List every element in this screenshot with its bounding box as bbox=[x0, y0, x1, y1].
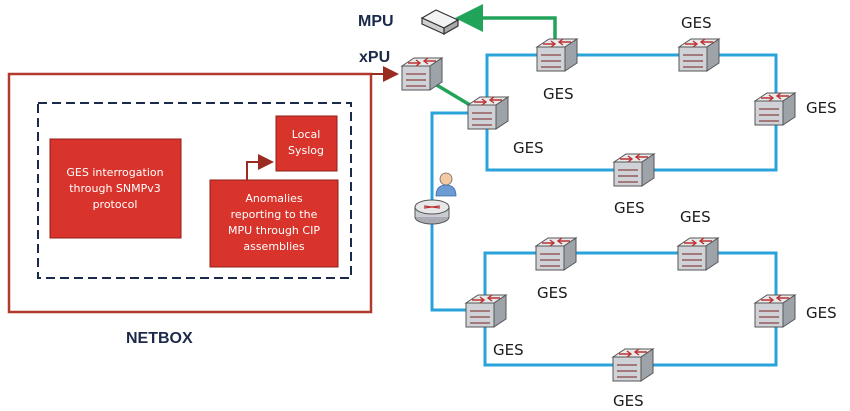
ges-switch-icon bbox=[754, 294, 796, 328]
syslog-line-2: Syslog bbox=[288, 144, 324, 157]
ges-label: GES bbox=[680, 208, 711, 226]
interrogation-box bbox=[49, 138, 182, 239]
anomalies-line-4: assemblies bbox=[243, 240, 305, 253]
netbox-label: NETBOX bbox=[126, 330, 193, 347]
xpu-switch-icon bbox=[401, 57, 443, 91]
user-icon bbox=[435, 172, 457, 197]
ges-label: GES bbox=[537, 284, 568, 302]
mpu-label: MPU bbox=[358, 13, 394, 30]
anomalies-box bbox=[209, 179, 339, 268]
ges-label: GES bbox=[681, 14, 712, 32]
xpu-label: xPU bbox=[359, 49, 390, 66]
ges-label: GES bbox=[493, 341, 524, 359]
anomalies-line-2: reporting to the bbox=[231, 208, 318, 221]
netbox-inner-dashed bbox=[37, 102, 352, 279]
syslog-box bbox=[275, 115, 338, 172]
interrogation-line-3: protocol bbox=[93, 198, 138, 211]
arrow-anomalies-to-syslog bbox=[246, 154, 274, 180]
netbox-frame bbox=[7, 72, 373, 314]
syslog-line-1: Local bbox=[292, 128, 321, 141]
anomalies-line-3: MPU through CIP bbox=[228, 224, 320, 237]
mpu-device-icon bbox=[420, 9, 460, 36]
ges-label: GES bbox=[513, 139, 544, 157]
bottom-ring bbox=[483, 251, 778, 367]
ges-switch-icon bbox=[536, 38, 578, 72]
interrogation-line-2: through SNMPv3 bbox=[69, 182, 161, 195]
ges-switch-icon bbox=[535, 237, 577, 271]
ges-switch-icon bbox=[754, 92, 796, 126]
ges-switch-icon bbox=[467, 96, 509, 130]
interrogation-line-1: GES interrogation bbox=[66, 166, 163, 179]
green-link-mpu bbox=[455, 4, 557, 45]
ges-label: GES bbox=[806, 99, 837, 117]
ges-switch-icon bbox=[612, 348, 654, 382]
ges-label: GES bbox=[613, 392, 644, 410]
ges-switch-icon bbox=[613, 153, 655, 187]
ges-switch-icon bbox=[678, 38, 720, 72]
anomalies-line-1: Anomalies bbox=[245, 192, 303, 205]
ges-label: GES bbox=[614, 199, 645, 217]
router-icon bbox=[414, 199, 450, 225]
ges-label: GES bbox=[543, 85, 574, 103]
ges-switch-icon bbox=[677, 237, 719, 271]
ges-switch-icon bbox=[465, 294, 507, 328]
ges-label: GES bbox=[806, 304, 837, 322]
